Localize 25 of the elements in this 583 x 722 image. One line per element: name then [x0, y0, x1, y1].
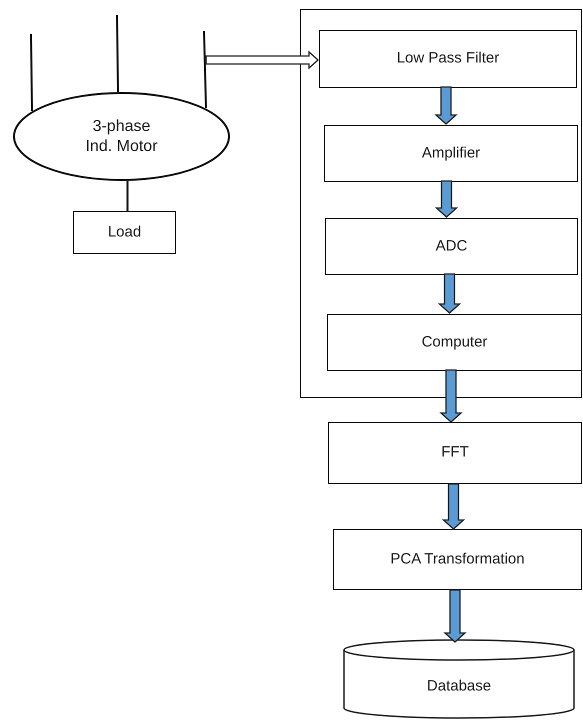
process-box	[325, 218, 578, 275]
process-box	[319, 30, 577, 88]
node-label: Amplifier	[420, 144, 482, 163]
node-label: Load	[106, 223, 142, 242]
connector-line	[126, 181, 128, 211]
process-box	[333, 529, 582, 590]
node-label: Database	[426, 677, 492, 696]
block-arrow	[434, 86, 458, 125]
block-arrow	[434, 180, 458, 218]
process-box	[73, 211, 176, 254]
node-label: Low Pass Filter	[396, 50, 500, 68]
process-box	[324, 125, 578, 182]
process-box	[328, 422, 582, 484]
block-arrow	[438, 273, 462, 314]
block-arrow	[443, 589, 467, 643]
node-label: FFT	[440, 444, 470, 462]
node-label: 3-phase Ind. Motor	[84, 116, 159, 156]
block-arrow	[442, 483, 466, 530]
node-label: PCA Transformation	[389, 550, 526, 569]
node-label: ADC	[434, 237, 468, 256]
block-arrow	[439, 369, 463, 423]
block-arrow	[205, 50, 319, 70]
process-box	[327, 314, 582, 371]
container-box	[300, 9, 582, 398]
node-label: Computer	[420, 333, 488, 352]
